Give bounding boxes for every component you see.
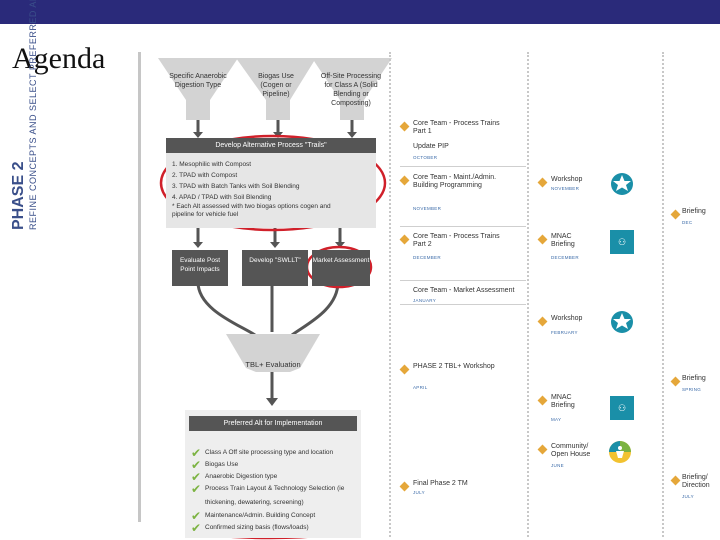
timeline-left-date: DECEMBER bbox=[413, 255, 441, 260]
funnel-3-shape bbox=[312, 58, 392, 120]
timeline-mid-label: MNAC Briefing bbox=[551, 394, 575, 409]
funnel-2-label: Biogas Use (Cogen or Pipeline) bbox=[258, 73, 294, 98]
slide-title: Agenda bbox=[12, 42, 106, 75]
timeline-right-date: JULY bbox=[682, 494, 694, 499]
trail-item: 4. APAD / TPAD with Soil Blending bbox=[172, 194, 272, 201]
trail-note: * Each Alt assessed with two biogas opti… bbox=[172, 203, 331, 210]
timeline-mid-label: Community/ Open House bbox=[551, 443, 591, 458]
preferred-item: Biogas Use bbox=[205, 461, 239, 468]
check-icon: ✔ bbox=[191, 482, 202, 496]
preferred-alt-panel: Preferred Alt for Implementation bbox=[185, 410, 361, 538]
timeline-left-date: JANUARY bbox=[413, 298, 437, 303]
timeline-right-date: DEC bbox=[682, 220, 693, 225]
mnac-group-icon: ⚇ bbox=[610, 396, 634, 420]
timeline-line-right bbox=[527, 52, 531, 537]
timeline-mid-label: Workshop bbox=[551, 176, 583, 183]
check-icon: ✔ bbox=[191, 470, 202, 484]
separator bbox=[400, 280, 526, 281]
check-icon: ✔ bbox=[191, 458, 202, 472]
highlight-circle-trails bbox=[159, 134, 387, 232]
phase-divider bbox=[138, 52, 141, 522]
timeline-left-extra: Update PIP bbox=[413, 143, 449, 150]
preferred-item-cont: thickening, dewatering, screening) bbox=[205, 499, 304, 506]
timeline-left-date: APRIL bbox=[413, 385, 428, 390]
preferred-item: Maintenance/Admin. Building Concept bbox=[205, 512, 316, 519]
develop-alternatives-panel: Develop Alternative Process "Trails" 1. … bbox=[166, 138, 376, 228]
timeline-left-label: Core Team - Maint./Admin. Building Progr… bbox=[413, 174, 497, 189]
mnac-group-icon: ⚇ bbox=[610, 230, 634, 254]
trail-list: 1. Mesophilic with Compost 2. TPAD with … bbox=[166, 153, 376, 219]
timeline-mid-date: JUNE bbox=[551, 463, 564, 468]
funnel-1-label: Specific Anaerobic Digestion Type bbox=[169, 73, 227, 89]
funnel-2-shape bbox=[236, 58, 316, 120]
funnel-1-shape bbox=[158, 58, 238, 120]
trail-item: 2. TPAD with Compost bbox=[172, 172, 238, 179]
preferred-item: Process Train Layout & Technology Select… bbox=[205, 485, 345, 492]
develop-panel-title: Develop Alternative Process "Trails" bbox=[166, 138, 376, 153]
timeline-mid-date: NOVEMBER bbox=[551, 186, 580, 191]
preferred-item: Class A Off site processing type and loc… bbox=[205, 449, 334, 456]
timeline-line-left bbox=[389, 52, 393, 537]
check-icon: ✔ bbox=[191, 521, 202, 535]
timeline-mid-label: Workshop bbox=[551, 315, 583, 322]
check-icon: ✔ bbox=[191, 446, 202, 460]
timeline-line-far-right bbox=[662, 52, 666, 537]
trail-note: pipeline for vehicle fuel bbox=[172, 211, 239, 218]
timeline-left-date: NOVEMBER bbox=[413, 206, 442, 211]
step-box-post-point: Evaluate Post Point Impacts bbox=[172, 250, 228, 286]
separator bbox=[400, 304, 526, 305]
timeline-left-label: PHASE 2 TBL+ Workshop bbox=[413, 363, 495, 370]
timeline-right-date: SPRING bbox=[682, 387, 702, 392]
evaluation-funnel-shape bbox=[226, 334, 320, 372]
trail-item: 3. TPAD with Batch Tanks with Soil Blend… bbox=[172, 183, 300, 190]
timeline-mid-date: FEBRUARY bbox=[551, 330, 578, 335]
timeline-left-label: Core Team - Market Assessment bbox=[413, 287, 515, 294]
timeline-right-label: Briefing bbox=[682, 208, 706, 215]
timeline-left-label: Core Team - Process Trains Part 2 bbox=[413, 233, 500, 248]
timeline-mid-date: MAY bbox=[551, 417, 562, 422]
converge-arrow-right bbox=[291, 281, 340, 337]
trail-item: 1. Mesophilic with Compost bbox=[172, 161, 252, 168]
preferred-items: ✔ Class A Off site processing type and l… bbox=[185, 442, 361, 538]
timeline-mid-label: MNAC Briefing bbox=[551, 233, 575, 248]
timeline-left-date: JULY bbox=[413, 490, 425, 495]
separator bbox=[400, 226, 526, 227]
preferred-item: Confirmed sizing basis (flows/loads) bbox=[205, 524, 309, 531]
top-banner bbox=[0, 0, 720, 24]
timeline-mid-date: DECEMBER bbox=[551, 255, 579, 260]
timeline-right-label: Briefing/ Direction bbox=[682, 474, 710, 489]
step-box-market-assessment: Market Assessment bbox=[312, 250, 370, 286]
timeline-right-label: Briefing bbox=[682, 375, 706, 382]
evaluation-label: TBL+ Evaluation bbox=[245, 360, 301, 369]
check-icon: ✔ bbox=[191, 509, 202, 523]
preferred-panel-title: Preferred Alt for Implementation bbox=[189, 416, 357, 431]
step-box-swllt: Develop "SWLLT" bbox=[242, 250, 308, 286]
timeline-left-label: Final Phase 2 TM bbox=[413, 480, 468, 487]
funnel-3-label: Off-Site Processing for Class A (Solid B… bbox=[320, 73, 382, 107]
separator bbox=[400, 166, 526, 167]
timeline-left-date: OCTOBER bbox=[413, 155, 438, 160]
preferred-item: Anaerobic Digestion type bbox=[205, 473, 278, 480]
timeline-left-label: Core Team - Process Trains Part 1 bbox=[413, 120, 500, 135]
converge-arrow-left bbox=[196, 281, 256, 337]
